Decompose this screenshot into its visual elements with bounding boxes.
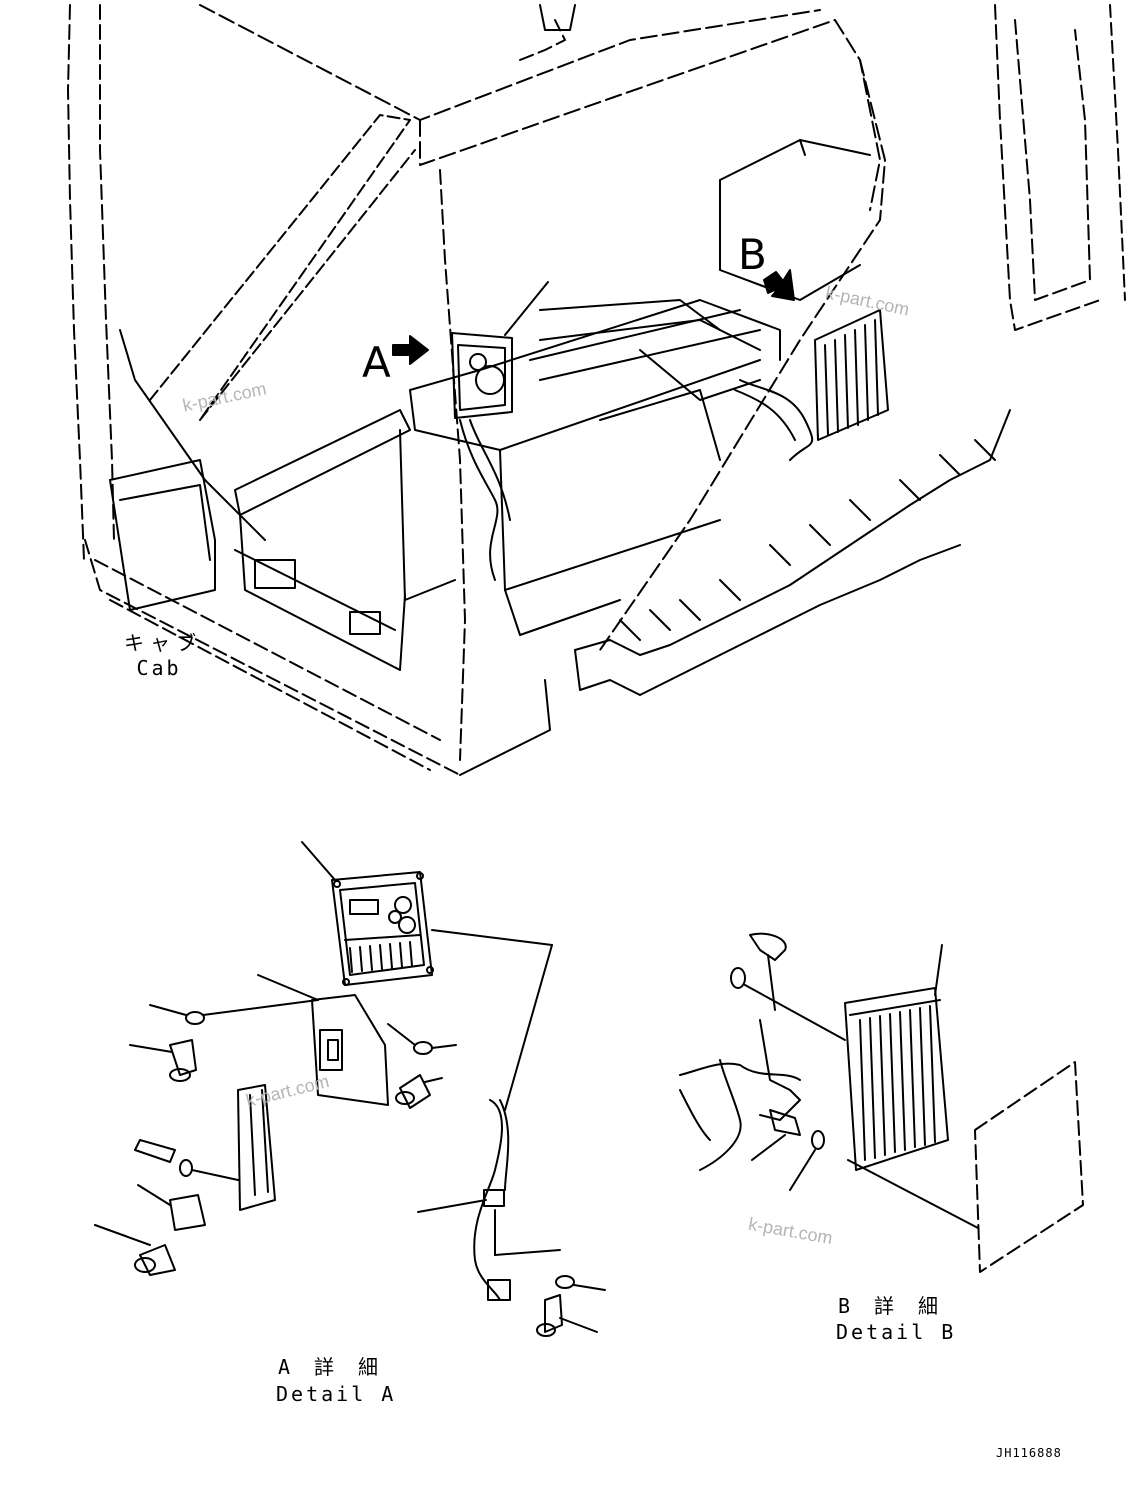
controller-b-mounted [814, 309, 889, 441]
arrow-a [392, 335, 429, 365]
detail-b-label-jp: B 詳 細 [837, 1294, 945, 1318]
controller-a-mounted [451, 281, 549, 419]
detail-a-label-en: Detail A [276, 1382, 397, 1406]
callout-a-label: A [362, 338, 391, 387]
arrow-b [763, 269, 795, 301]
detail-b-drawing [679, 932, 1084, 1273]
detail-a-label-jp: A 詳 細 [277, 1355, 385, 1379]
cab-frame [67, 4, 1126, 776]
detail-b-label-en: Detail B [836, 1320, 957, 1344]
detail-a-drawing [94, 841, 606, 1337]
cab-label-en: Cab [136, 656, 182, 680]
callout-b-label: B [738, 230, 767, 279]
drawing-code: JH116888 [996, 1446, 1062, 1460]
cab-label-jp: キャブ [124, 631, 202, 655]
